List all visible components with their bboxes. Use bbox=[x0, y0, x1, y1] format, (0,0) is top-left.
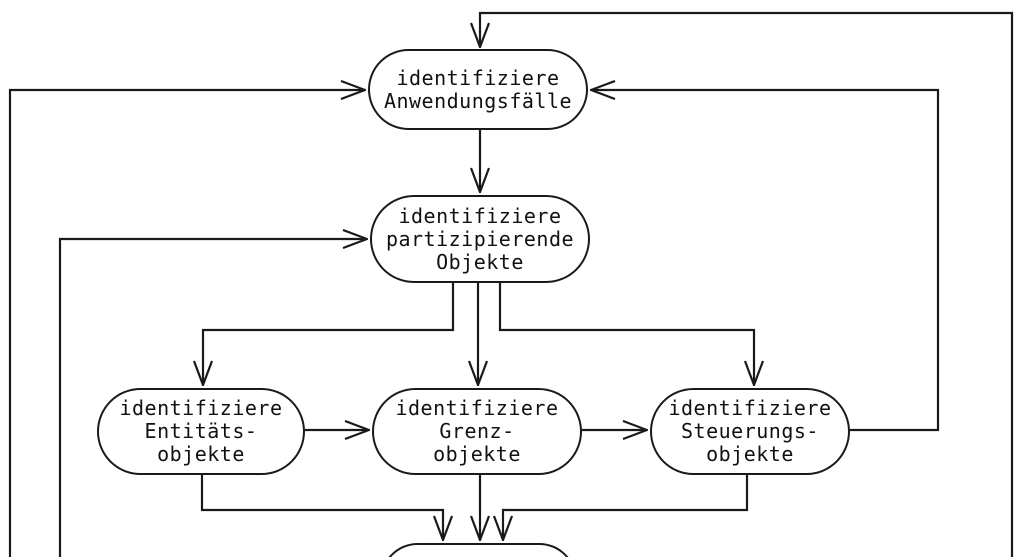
node-identifiziere-partizipierende-objekte: identifiziere partizipierende Objekte bbox=[370, 195, 590, 283]
node-label: identifiziere Entitäts- objekte bbox=[119, 396, 283, 466]
node-label: identifiziere Steuerungs- objekte bbox=[668, 396, 832, 466]
node-label: identifiziere Grenz- objekte bbox=[395, 396, 559, 466]
node-identifiziere-entitaetsobjekte: identifiziere Entitäts- objekte bbox=[97, 388, 305, 475]
node-identifiziere-anwendungsfaelle: identifiziere Anwendungsfälle bbox=[368, 49, 588, 130]
node-identifiziere-steuerungsobjekte: identifiziere Steuerungs- objekte bbox=[650, 388, 850, 475]
edge-offscreen-right-to-anwendungsfaelle bbox=[480, 11, 1014, 557]
edge-offscreen-left-inner-to-partizipierende bbox=[58, 239, 366, 557]
edge-partizipierende-to-entitaets bbox=[203, 283, 455, 384]
node-bottom-partial bbox=[380, 543, 577, 557]
edge-steuerungs-to-bottom bbox=[503, 475, 749, 539]
edge-offscreen-left-outer-to-anwendungsfaelle bbox=[8, 90, 364, 557]
node-label: identifiziere Anwendungsfälle bbox=[383, 65, 573, 113]
edge-entitaets-to-bottom bbox=[200, 475, 443, 539]
node-identifiziere-grenzobjekte: identifiziere Grenz- objekte bbox=[372, 388, 582, 475]
edge-partizipierende-to-steuerungs bbox=[498, 283, 754, 384]
node-label: identifiziere partizipierende Objekte bbox=[385, 203, 575, 274]
edge-steuerungs-to-anwendungsfaelle bbox=[592, 90, 940, 432]
